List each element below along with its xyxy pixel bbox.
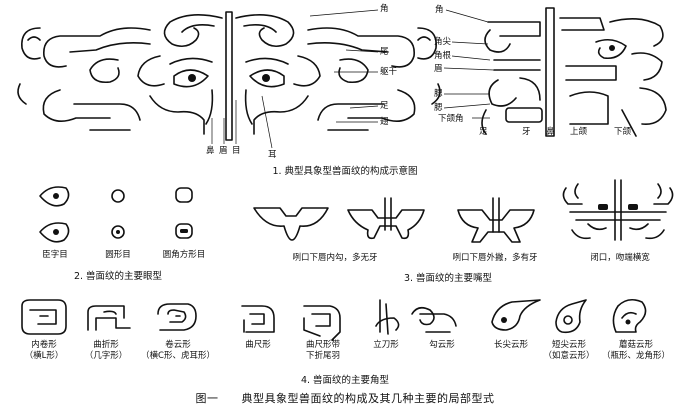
label-r-upperjaw: 上颌 [570, 127, 588, 137]
label-r-cheek: 腮 [434, 89, 443, 99]
label-horn: 角 [380, 4, 389, 14]
caption-panel4: 4. 兽面纹的主要角型 [300, 375, 390, 386]
label-tail: 尾 [380, 47, 389, 57]
label-r-tooth: 牙 [522, 127, 531, 137]
label-nose: 鼻 [206, 146, 215, 156]
figure-caption: 图一 典型具象型兽面纹的构成及其几种主要的局部型式 [195, 392, 495, 405]
label-ear: 耳 [268, 150, 277, 160]
label-wing: 翅 [380, 117, 389, 127]
horn-label-10-b: （瓶形、龙角形） [601, 351, 671, 361]
label-r-lowerjaw: 下颌 [614, 127, 632, 137]
eye-label-round: 圆形目 [105, 250, 131, 260]
label-r-foot: 足 [479, 127, 488, 137]
label-torso: 躯干 [380, 67, 398, 77]
horn-label-9-a: 短尖云形 [551, 340, 587, 350]
mouth-label-2: 咧口下唇外撇，多有牙 [452, 253, 538, 263]
horn-types [21, 298, 647, 341]
caption-panel2: 2. 兽面纹的主要眼型 [73, 271, 163, 282]
horn-label-6-a: 立刀形 [373, 340, 399, 350]
eye-types [39, 186, 193, 243]
caption-panel3: 3. 兽面纹的主要嘴型 [403, 273, 493, 284]
mouth-label-1: 咧口下唇内勾，多无牙 [292, 253, 378, 263]
horn-label-2-b: （几字形） [84, 351, 128, 361]
horn-label-8-a: 长尖云形 [493, 340, 529, 350]
caption-panel1: 1. 典型具象型兽面纹的构成示意图 [272, 166, 418, 177]
horn-label-1-b: （横L形） [24, 351, 64, 361]
horn-label-3-b: （横C形、虎耳形） [141, 351, 215, 361]
label-r-hornroot: 角根 [434, 51, 452, 61]
horn-label-9-b: （如意云形） [543, 351, 595, 361]
label-r-nose: 鼻 [546, 127, 555, 137]
horn-label-4-a: 曲尺形 [245, 340, 271, 350]
taotie-right-drawing [443, 7, 667, 137]
label-brow: 眉 [219, 146, 228, 156]
label-r-brow: 眉 [434, 64, 443, 74]
label-r-jawcorner: 下颌角 [438, 114, 464, 124]
label-foot: 足 [380, 101, 389, 111]
label-eye: 目 [232, 146, 241, 156]
horn-label-3-a: 卷云形 [165, 340, 191, 350]
mouth-label-3: 闭口，吻端横宽 [590, 253, 650, 263]
horn-label-10-a: 蘑菇云形 [618, 340, 654, 350]
taotie-left-drawing [17, 9, 441, 149]
horn-label-7-a: 勾云形 [429, 340, 455, 350]
eye-label-chenzi: 臣字目 [42, 250, 68, 260]
horn-label-5-b: 下折尾羽 [305, 351, 341, 361]
horn-label-2-a: 曲折形 [93, 340, 119, 350]
mouth-types [253, 179, 674, 243]
horn-label-1-a: 内卷形 [31, 340, 57, 350]
eye-label-roundsquare: 圆角方形目 [162, 250, 206, 260]
label-r-gill: 腮 [434, 103, 443, 113]
label-r-horntip: 角尖 [434, 37, 452, 47]
label-r-horn: 角 [435, 5, 444, 15]
horn-label-5-a: 曲尺形带 [305, 340, 341, 350]
